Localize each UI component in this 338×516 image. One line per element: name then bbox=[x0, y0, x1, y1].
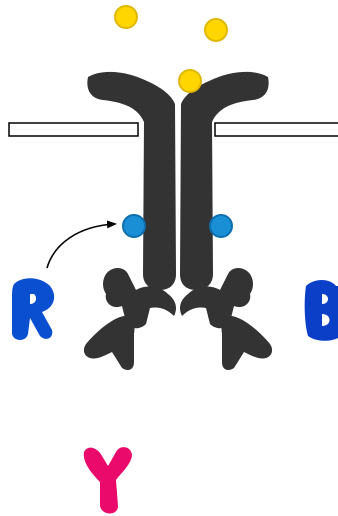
ligand-circle-2 bbox=[205, 19, 227, 41]
receptor-right-half bbox=[180, 72, 269, 290]
blob-letter-b-shape bbox=[305, 280, 338, 341]
ligand-circle-bound bbox=[179, 70, 201, 92]
receptor-left-half bbox=[87, 72, 176, 290]
ligand-circle-1 bbox=[115, 6, 137, 28]
blob-letter-r-shape bbox=[12, 278, 54, 340]
blob-letter-y-shape bbox=[84, 447, 132, 513]
ion-circle-left bbox=[123, 215, 145, 237]
ion-circle-right bbox=[210, 215, 232, 237]
receptor-right-foot bbox=[221, 316, 272, 370]
curved-arrow bbox=[47, 224, 115, 268]
receptor-left-foot bbox=[84, 316, 135, 370]
membrane-right bbox=[215, 123, 338, 136]
membrane-left bbox=[9, 123, 138, 136]
